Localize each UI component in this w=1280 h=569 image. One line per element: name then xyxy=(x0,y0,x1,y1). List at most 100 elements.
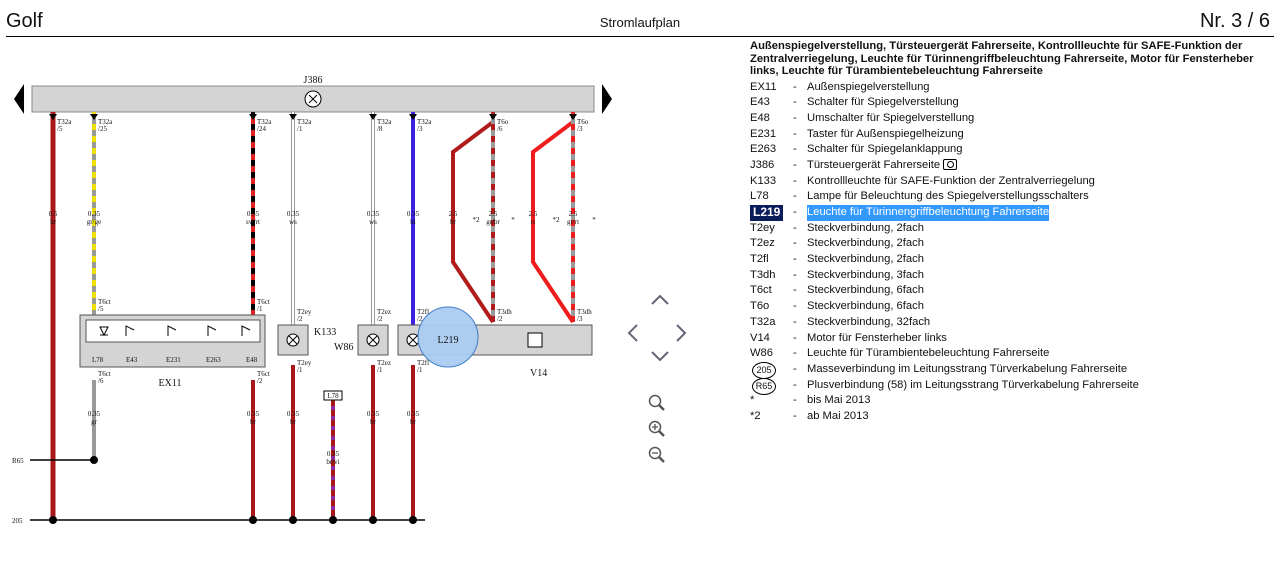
legend-desc: Taster für Außenspiegelheizung xyxy=(807,127,964,140)
legend-item[interactable]: V14-Motor für Fensterheber links xyxy=(750,331,1270,347)
svg-text:E48: E48 xyxy=(246,356,258,364)
zoom-in-icon[interactable] xyxy=(647,419,667,439)
header-divider xyxy=(6,36,1274,37)
scroll-right-arrow[interactable] xyxy=(602,84,612,114)
circle-badge-icon: R65 xyxy=(752,377,776,395)
legend-item[interactable]: *-bis Mai 2013 xyxy=(750,393,1270,409)
svg-text:T6ct: T6ct xyxy=(257,370,270,378)
legend-code: T32a xyxy=(750,315,776,328)
svg-text:2.5: 2.5 xyxy=(529,210,538,218)
legend-item[interactable]: 205-Masseverbindung im Leitungsstrang Tü… xyxy=(750,361,1270,379)
svg-text:0.35: 0.35 xyxy=(88,210,101,218)
legend-desc: Außenspiegelverstellung xyxy=(807,80,930,93)
svg-text:ws: ws xyxy=(289,218,297,226)
legend-item[interactable]: T32a-Steckverbindung, 32fach xyxy=(750,315,1270,331)
legend-item[interactable]: L78-Lampe für Beleuchtung des Spiegelver… xyxy=(750,189,1270,205)
svg-text:/1: /1 xyxy=(257,305,263,313)
svg-text:T6o: T6o xyxy=(497,118,509,126)
svg-text:gr/ge: gr/ge xyxy=(87,218,101,226)
legend-dash: - xyxy=(793,127,797,140)
svg-text:2.5: 2.5 xyxy=(489,210,498,218)
pan-up-icon[interactable] xyxy=(649,292,671,308)
legend-item[interactable]: E231-Taster für Außenspiegelheizung xyxy=(750,127,1270,143)
legend-item[interactable]: E43-Schalter für Spiegelverstellung xyxy=(750,95,1270,111)
legend-code: K133 xyxy=(750,174,777,187)
legend-code: EX11 xyxy=(750,80,777,93)
legend-dash: - xyxy=(793,409,797,422)
legend-desc: Steckverbindung, 32fach xyxy=(807,315,931,328)
legend-code: R65 xyxy=(752,377,776,395)
svg-text:br: br xyxy=(50,218,57,226)
legend-dash: - xyxy=(793,190,797,203)
legend-desc: Motor für Fensterheber links xyxy=(807,331,947,344)
legend-item[interactable]: L219-Leuchte für Türinnengriffbeleuchtun… xyxy=(750,205,1270,221)
legend-item[interactable]: E263-Schalter für Spiegelanklappung xyxy=(750,142,1270,158)
zoom-out-icon[interactable] xyxy=(647,445,667,465)
legend-code: T6ct xyxy=(750,284,772,297)
legend-dash: - xyxy=(793,206,797,218)
legend-item[interactable]: K133-Kontrollleuchte für SAFE-Funktion d… xyxy=(750,174,1270,190)
legend-desc: Steckverbindung, 2fach xyxy=(807,253,924,266)
svg-text:0.35: 0.35 xyxy=(407,210,420,218)
scroll-left-arrow[interactable] xyxy=(14,84,24,114)
svg-text:/24: /24 xyxy=(257,125,266,133)
legend-code: T2fl xyxy=(750,253,769,266)
page-number: Nr. 3 / 6 xyxy=(1199,10,1270,32)
legend-dash: - xyxy=(793,221,797,234)
svg-text:bl: bl xyxy=(410,218,416,226)
legend-dash: - xyxy=(793,158,797,171)
svg-text:0.35: 0.35 xyxy=(287,410,300,418)
svg-text:rt: rt xyxy=(531,218,535,226)
svg-text:T32a: T32a xyxy=(377,118,392,126)
svg-text:T2ey: T2ey xyxy=(297,308,312,316)
legend-item[interactable]: J386-Türsteuergerät Fahrerseite xyxy=(750,158,1270,174)
l219-highlight[interactable] xyxy=(417,306,479,368)
svg-text:T32a: T32a xyxy=(417,118,432,126)
svg-text:/2: /2 xyxy=(297,315,303,323)
svg-text:0.35: 0.35 xyxy=(367,410,380,418)
legend-item[interactable]: *2-ab Mai 2013 xyxy=(750,409,1270,425)
legend-item[interactable]: T3dh-Steckverbindung, 3fach xyxy=(750,268,1270,284)
legend-desc: Umschalter für Spiegelverstellung xyxy=(807,111,975,124)
svg-text:T32a: T32a xyxy=(257,118,272,126)
legend-item[interactable]: W86-Leuchte für Türambientebeleuchtung F… xyxy=(750,346,1270,362)
ex11-title: EX11 xyxy=(159,378,182,389)
svg-text:*: * xyxy=(511,216,515,224)
w86-label: W86 xyxy=(334,342,353,353)
legend-item[interactable]: R65 -Plusverbindung (58) im Leitungsstran… xyxy=(750,377,1270,395)
k133-label: K133 xyxy=(314,327,336,338)
legend-desc: Masseverbindung im Leitungsstrang Türver… xyxy=(807,362,1128,375)
circle-badge-icon: 205 xyxy=(752,361,776,379)
legend-dash: - xyxy=(793,300,797,313)
document-type: Stromlaufplan xyxy=(599,15,681,30)
legend-dash: - xyxy=(793,331,797,344)
legend-item[interactable]: E48-Umschalter für Spiegelverstellung xyxy=(750,111,1270,127)
legend-item[interactable]: T2ey-Steckverbindung, 2fach xyxy=(750,221,1270,237)
pan-right-icon[interactable] xyxy=(673,322,689,344)
svg-text:gr/br: gr/br xyxy=(486,218,500,226)
svg-text:gr/rt: gr/rt xyxy=(567,218,579,226)
legend-dash: - xyxy=(793,237,797,250)
legend-desc: Plusverbindung (58) im Leitungsstrang Tü… xyxy=(807,378,1139,391)
legend-dash: - xyxy=(793,378,797,391)
pan-down-icon[interactable] xyxy=(649,348,671,364)
legend-item[interactable]: T2fl-Steckverbindung, 2fach xyxy=(750,252,1270,268)
camera-icon[interactable] xyxy=(943,159,958,171)
zoom-reset-icon[interactable] xyxy=(647,393,667,413)
svg-text:/3: /3 xyxy=(577,315,583,323)
pan-left-icon[interactable] xyxy=(625,322,641,344)
legend-code: J386 xyxy=(750,158,775,171)
svg-text:*2: *2 xyxy=(473,216,481,224)
svg-text:/5: /5 xyxy=(98,305,104,313)
legend-item[interactable]: EX11-Außenspiegelverstellung xyxy=(750,80,1270,96)
svg-text:0.35: 0.35 xyxy=(367,210,380,218)
legend-item[interactable]: T6o-Steckverbindung, 6fach xyxy=(750,299,1270,315)
legend-desc: Steckverbindung, 6fach xyxy=(807,300,924,313)
svg-text:E43: E43 xyxy=(126,356,138,364)
legend-item[interactable]: T2ez-Steckverbindung, 2fach xyxy=(750,236,1270,252)
legend-item[interactable]: T6ct-Steckverbindung, 6fach xyxy=(750,283,1270,299)
svg-text:br: br xyxy=(250,418,257,426)
svg-text:br: br xyxy=(370,418,377,426)
bus-label: J386 xyxy=(304,75,323,86)
